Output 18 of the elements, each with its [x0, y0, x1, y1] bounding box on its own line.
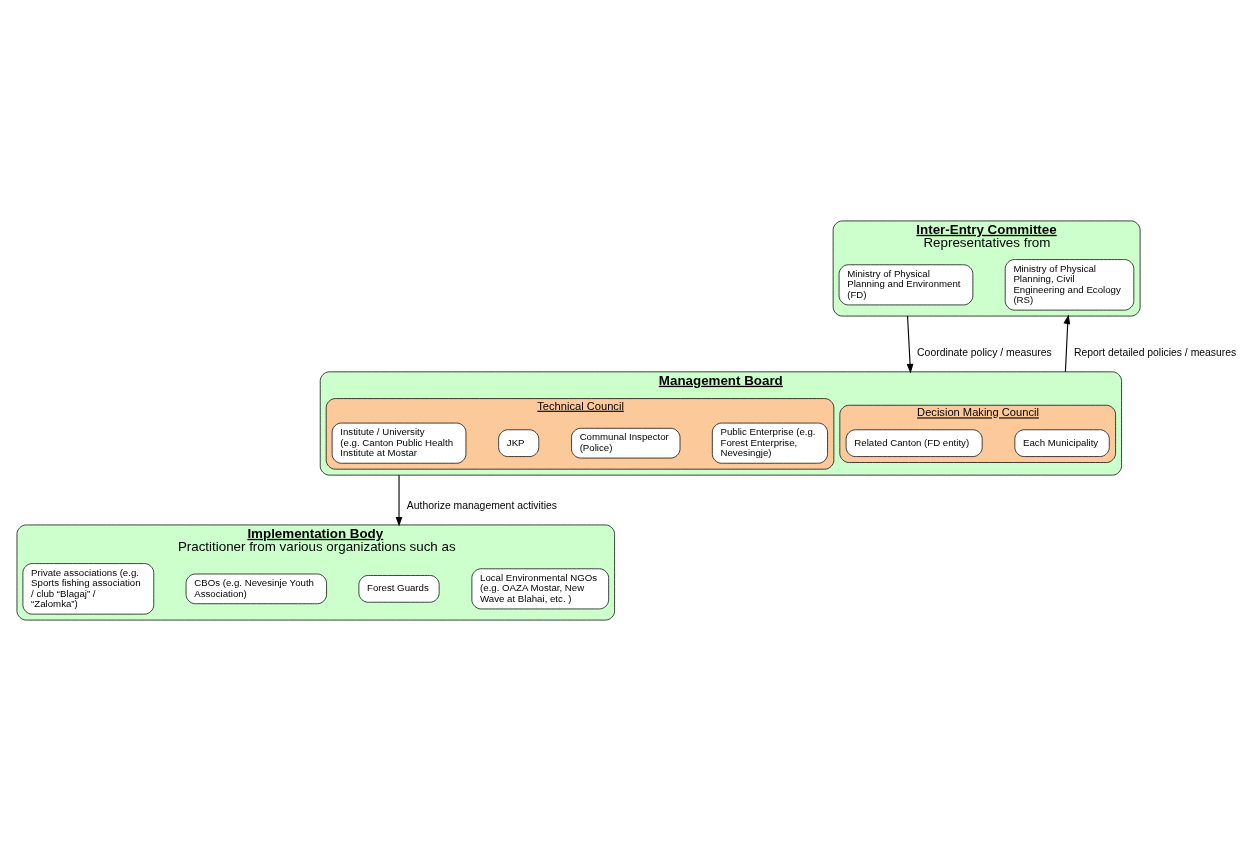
arrow	[906, 315, 914, 374]
node-box: JKP	[498, 429, 540, 457]
node-box: Ministry of Physical Planning and Environment (FD)	[838, 264, 974, 306]
node-box: Ministry of Physical Planning, Civil Engineering and Ecology (RS)	[1004, 259, 1135, 311]
arrow	[1063, 314, 1071, 373]
edge-label: Report detailed policies / measures	[1073, 346, 1237, 358]
node-box: Public Enterprise (e.g. Forest Enterprise, Nevesingje)	[711, 422, 828, 464]
node-box: Forest Guards	[358, 575, 440, 603]
node-box: Each Municipality	[1014, 429, 1110, 457]
node-box: Related Canton (FD entity)	[845, 429, 983, 457]
node-box: Local Environmental NGOs (e.g. OAZA Mostar, New Wave at Blahai, etc. )	[471, 568, 609, 610]
node-box: Institute / University (e.g. Canton Public Health Institute at Mostar	[331, 422, 467, 464]
edge-label: Authorize management activities	[406, 500, 558, 512]
node-box: Communal Inspector (Police)	[571, 427, 681, 459]
node-box: Private associations (e.g. Sports fishing association / club “Blagaj” / “Zalomka”)	[22, 563, 155, 615]
arrow	[395, 474, 403, 527]
edge-label: Coordinate policy / measures	[917, 346, 1052, 358]
node-box: CBOs (e.g. Nevesinje Youth Association)	[185, 573, 327, 605]
